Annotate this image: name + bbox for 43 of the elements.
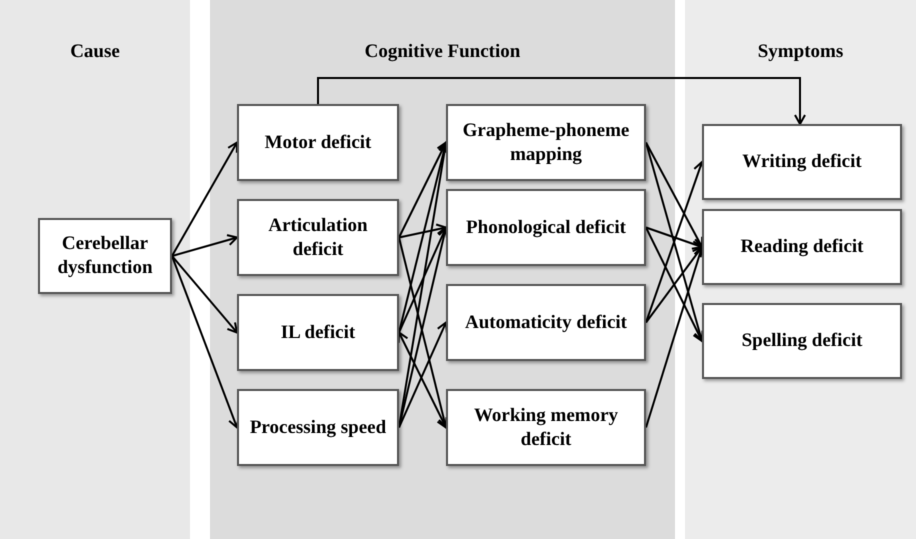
arrow bbox=[171, 142, 238, 256]
box-label: Reading deficit bbox=[740, 235, 864, 259]
arrow bbox=[645, 227, 704, 342]
box-label: Spelling deficit bbox=[742, 329, 862, 353]
process-box bbox=[702, 124, 902, 200]
box-label: Phonological deficit bbox=[466, 216, 626, 240]
column-heading: Cause bbox=[69, 40, 121, 64]
box-label: Motor deficit bbox=[264, 130, 372, 154]
process-box bbox=[446, 189, 646, 266]
arrow bbox=[398, 226, 448, 333]
box-label: Cerebellar dysfunction bbox=[56, 232, 154, 280]
process-box bbox=[237, 294, 399, 371]
process-box bbox=[237, 104, 399, 181]
process-box bbox=[702, 303, 902, 379]
box-label: Processing speed bbox=[250, 416, 386, 440]
box-label: Writing deficit bbox=[742, 150, 862, 174]
process-box bbox=[237, 199, 399, 276]
column-heading: Symptoms bbox=[756, 40, 844, 64]
box-label: Grapheme-phoneme mapping bbox=[462, 118, 630, 166]
arrow bbox=[172, 234, 238, 257]
column-band bbox=[685, 0, 916, 539]
arrow bbox=[398, 142, 448, 238]
arrow bbox=[171, 255, 238, 334]
box-label: IL deficit bbox=[280, 320, 356, 344]
box-label: Articulation deficit bbox=[267, 214, 369, 262]
process-box bbox=[446, 104, 646, 181]
box-label: Automaticity deficit bbox=[465, 310, 627, 334]
process-box bbox=[446, 284, 646, 361]
process-box bbox=[702, 209, 902, 285]
arrow bbox=[171, 256, 240, 428]
arrow bbox=[646, 226, 703, 250]
process-box bbox=[38, 218, 172, 294]
arrow bbox=[645, 142, 704, 248]
column-heading: Cognitive Function bbox=[364, 40, 522, 64]
column-band bbox=[0, 0, 190, 539]
arrow bbox=[645, 161, 705, 323]
column-band bbox=[210, 0, 675, 539]
arrow bbox=[398, 223, 447, 238]
process-box bbox=[446, 389, 646, 466]
process-box bbox=[237, 389, 399, 466]
arrow bbox=[317, 77, 806, 125]
box-label: Working memory deficit bbox=[472, 404, 620, 452]
arrow bbox=[645, 246, 703, 324]
